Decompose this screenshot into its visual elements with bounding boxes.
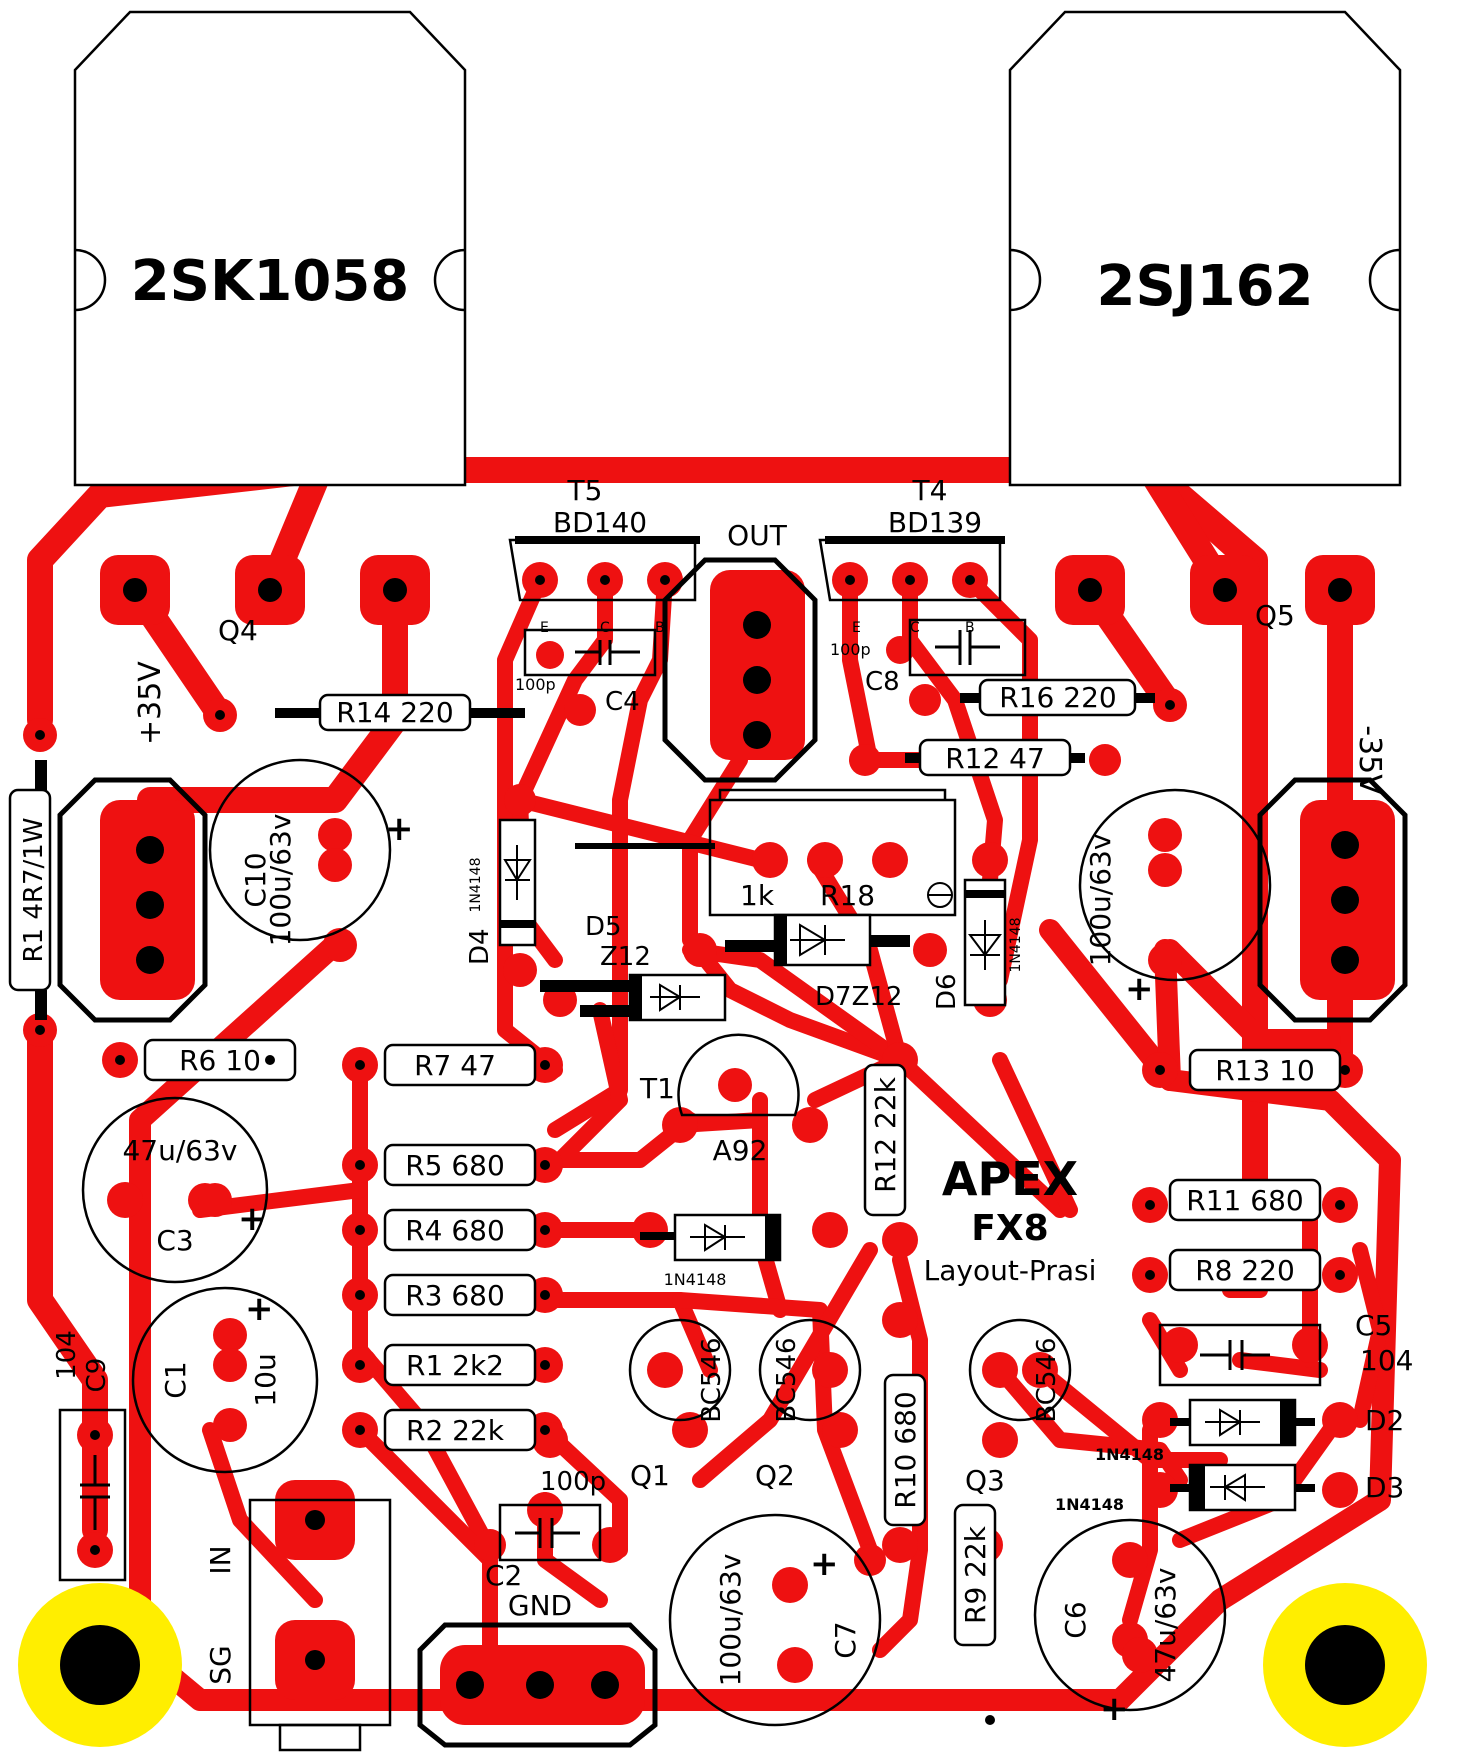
c9-val-label: 104 bbox=[52, 1330, 82, 1380]
plus35-label: +35V bbox=[133, 661, 168, 745]
t4-e-label: E bbox=[852, 620, 861, 636]
c9-label: C9 bbox=[82, 1358, 112, 1393]
r12b-label: R12 22k bbox=[869, 1076, 902, 1193]
r5-label: R5 680 bbox=[405, 1149, 505, 1182]
q2-label: Q2 bbox=[755, 1459, 795, 1492]
c2-val-label: 100p bbox=[540, 1467, 606, 1497]
apex-model: FX8 bbox=[971, 1208, 1048, 1249]
c-right-val-label: 100u/63v bbox=[1084, 834, 1117, 967]
t1-part-label: A92 bbox=[713, 1134, 768, 1167]
q1-part-label: BC546 bbox=[697, 1337, 727, 1422]
t4-part-label: BD139 bbox=[888, 506, 982, 539]
t4-b-label: B bbox=[965, 620, 975, 636]
mid-diode-part-label: 1N4148 bbox=[664, 1270, 727, 1289]
c1-val-label: 10u bbox=[249, 1353, 282, 1406]
q3-part-label: BC546 bbox=[1032, 1337, 1062, 1422]
d3-part-label: 1N4148 bbox=[1055, 1495, 1124, 1514]
c4-label: C4 bbox=[605, 687, 640, 717]
c4-val-label: 100p bbox=[515, 675, 556, 694]
diode-symbols bbox=[80, 630, 1270, 1548]
c8-label: C8 bbox=[865, 667, 900, 697]
minus35-label: -35V bbox=[1352, 725, 1387, 795]
d4-part-label: 1N4148 bbox=[468, 857, 484, 912]
q1-label: Q1 bbox=[630, 1459, 670, 1492]
d3-label: D3 bbox=[1365, 1471, 1404, 1504]
t5-c-label: C bbox=[600, 620, 610, 636]
d2-label: D2 bbox=[1365, 1404, 1404, 1437]
d5-label: D5 bbox=[585, 912, 622, 942]
r6-label: R6 10 bbox=[179, 1044, 261, 1077]
c10-plus: + bbox=[385, 809, 414, 849]
q5-part-label: 2SJ162 bbox=[1096, 254, 1313, 319]
c7-plus: + bbox=[810, 1544, 839, 1584]
q4-body-outline bbox=[73, 10, 467, 487]
c8-val-label: 100p bbox=[830, 640, 871, 659]
r1-label: R1 2k2 bbox=[406, 1349, 504, 1382]
apex-title: APEX bbox=[942, 1152, 1078, 1206]
c10-val-label: 100u/63v bbox=[264, 814, 297, 947]
r9-label: R9 22k bbox=[959, 1525, 992, 1624]
d2-part-label: 1N4148 bbox=[1095, 1445, 1164, 1464]
c5-label: C5 bbox=[1355, 1309, 1392, 1342]
c7-val-label: 100u/63v bbox=[714, 1554, 747, 1687]
c3-plus: + bbox=[238, 1199, 267, 1239]
c3-val-label: 47u/63v bbox=[122, 1134, 237, 1167]
r1big-label: R1 4R7/1W bbox=[19, 817, 49, 962]
r16-label: R16 220 bbox=[999, 681, 1116, 714]
q5-body-outline bbox=[1008, 10, 1402, 487]
c1-plus: + bbox=[245, 1289, 274, 1329]
c3-label: C3 bbox=[156, 1224, 193, 1257]
d6-part-label: 1N4148 bbox=[1008, 917, 1024, 972]
r14-label: R14 220 bbox=[336, 696, 453, 729]
q3-label: Q3 bbox=[965, 1464, 1005, 1497]
r2-label: R2 22k bbox=[406, 1414, 505, 1447]
silkscreen-labels: 2SK1058 2SJ162 Q4 Q5 T5 BD140 T4 BD139 O… bbox=[19, 249, 1413, 1729]
sg-label: SG bbox=[204, 1645, 237, 1684]
c1-label: C1 bbox=[159, 1361, 192, 1398]
c6-label: C6 bbox=[1059, 1601, 1092, 1638]
d6-label: D6 bbox=[932, 973, 962, 1010]
r18-val-label: 1k bbox=[740, 879, 775, 912]
t4-label: T4 bbox=[912, 474, 948, 507]
c6-plus: + bbox=[1100, 1689, 1129, 1729]
gnd-label: GND bbox=[508, 1589, 572, 1622]
q4-part-label: 2SK1058 bbox=[131, 249, 410, 314]
t1-label: T1 bbox=[639, 1072, 675, 1105]
c6-val-label: 47u/63v bbox=[1149, 1567, 1182, 1682]
drill-holes bbox=[35, 575, 1359, 1725]
r4-label: R4 680 bbox=[405, 1214, 505, 1247]
t5-b-label: B bbox=[655, 620, 665, 636]
r13-label: R13 10 bbox=[1215, 1054, 1315, 1087]
c7-label: C7 bbox=[829, 1621, 862, 1658]
c10-label: C10 bbox=[239, 852, 272, 907]
q2-part-label: BC546 bbox=[772, 1337, 802, 1422]
t5-part-label: BD140 bbox=[553, 506, 647, 539]
apex-credit: Layout-Prasi bbox=[924, 1254, 1097, 1287]
t4-c-label: C bbox=[910, 620, 920, 636]
r8-label: R8 220 bbox=[1195, 1254, 1295, 1287]
r18-label: R18 bbox=[820, 879, 875, 912]
t5-e-label: E bbox=[540, 620, 549, 636]
r7-label: R7 47 bbox=[414, 1049, 496, 1082]
silkscreen bbox=[8, 10, 1408, 1752]
r10-label: R10 680 bbox=[889, 1391, 922, 1508]
out-label: OUT bbox=[727, 519, 788, 552]
d5-val-label: Z12 bbox=[600, 942, 651, 972]
r12a-label: R12 47 bbox=[945, 742, 1045, 775]
r11-label: R11 680 bbox=[1186, 1184, 1303, 1217]
q4-label: Q4 bbox=[218, 614, 258, 647]
q5-label: Q5 bbox=[1255, 599, 1295, 632]
silk-details bbox=[35, 536, 1315, 1510]
c5-val-label: 104 bbox=[1360, 1344, 1413, 1377]
d4-label: D4 bbox=[465, 928, 495, 965]
t5-label: T5 bbox=[567, 474, 603, 507]
r3-label: R3 680 bbox=[405, 1279, 505, 1312]
c-right-plus: + bbox=[1125, 969, 1154, 1009]
d7-label: D7Z12 bbox=[815, 982, 902, 1012]
in-label: IN bbox=[204, 1545, 237, 1574]
c2-label: C2 bbox=[485, 1559, 522, 1592]
